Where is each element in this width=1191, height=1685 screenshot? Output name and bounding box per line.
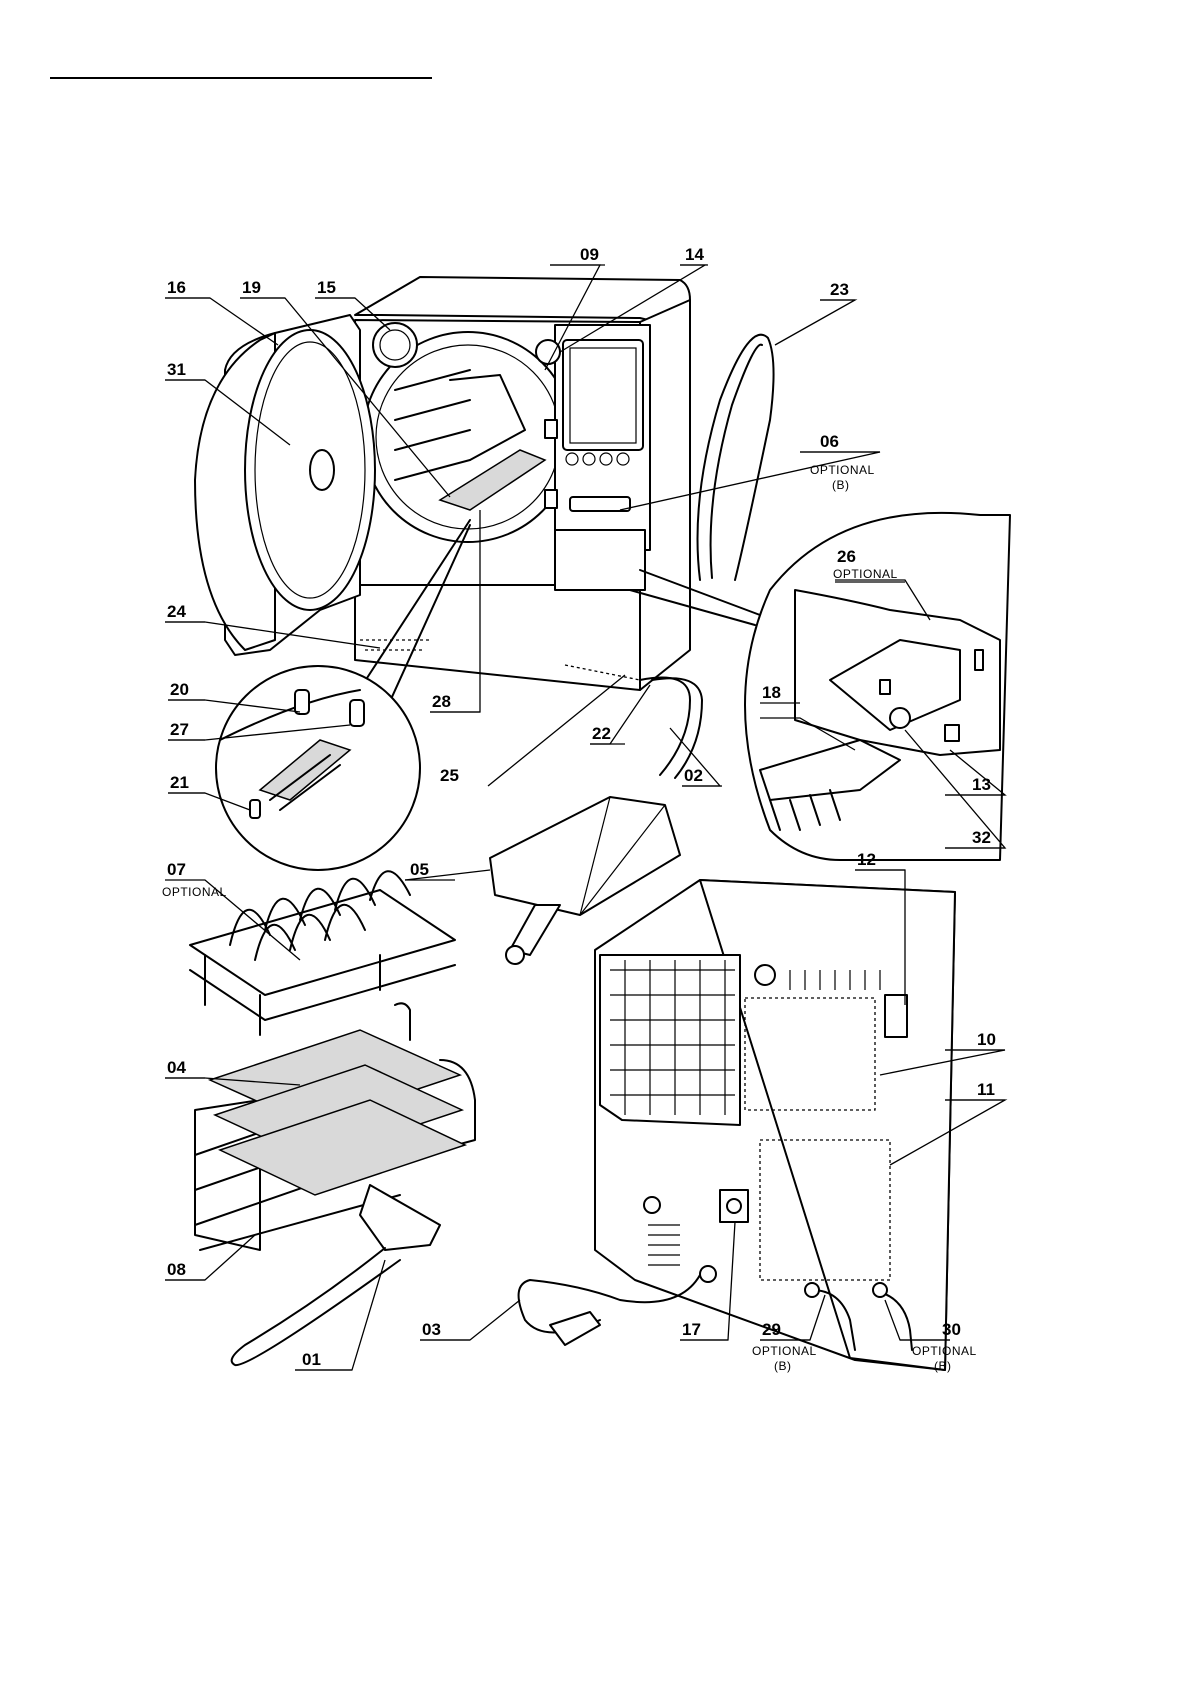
label-01: 01 (302, 1350, 321, 1369)
label-06-optional: OPTIONAL (810, 463, 875, 477)
label-28: 28 (432, 692, 451, 711)
label-30: 30 (942, 1320, 961, 1339)
label-04: 04 (167, 1058, 186, 1077)
label-08: 08 (167, 1260, 186, 1279)
label-13: 13 (972, 775, 991, 794)
label-24: 24 (167, 602, 186, 621)
label-18: 18 (762, 683, 781, 702)
label-22: 22 (592, 724, 611, 743)
tray-holder-with-trays (195, 1003, 475, 1250)
label-05: 05 (410, 860, 429, 879)
label-02: 02 (684, 766, 703, 785)
door-gasket-accessory (698, 335, 774, 580)
label-29-optional: OPTIONAL (752, 1344, 817, 1358)
label-32: 32 (972, 828, 991, 847)
label-15: 15 (317, 278, 336, 297)
label-14: 14 (685, 245, 704, 264)
label-26-optional: OPTIONAL (833, 567, 898, 581)
label-06: 06 (820, 432, 839, 451)
label-21: 21 (170, 773, 189, 792)
label-19: 19 (242, 278, 261, 297)
label-31: 31 (167, 360, 186, 379)
label-29-b: (B) (774, 1359, 792, 1373)
label-11: 11 (977, 1080, 995, 1099)
label-09: 09 (580, 245, 599, 264)
label-29: 29 (762, 1320, 781, 1339)
label-06-b: (B) (832, 478, 850, 492)
label-26: 26 (837, 547, 856, 566)
label-03: 03 (422, 1320, 441, 1339)
label-27: 27 (170, 720, 189, 739)
label-30-b: (B) (934, 1359, 952, 1373)
label-23: 23 (830, 280, 849, 299)
label-07: 07 (167, 860, 186, 879)
label-25: 25 (440, 766, 459, 785)
autoclave-rear-view (519, 880, 955, 1370)
label-07-optional: OPTIONAL (162, 885, 227, 899)
label-30-optional: OPTIONAL (912, 1344, 977, 1358)
label-10: 10 (977, 1030, 996, 1049)
label-16: 16 (167, 278, 186, 297)
label-20: 20 (170, 680, 189, 699)
tray-rack (190, 871, 455, 1035)
label-12: 12 (857, 850, 876, 869)
label-17: 17 (682, 1320, 701, 1339)
